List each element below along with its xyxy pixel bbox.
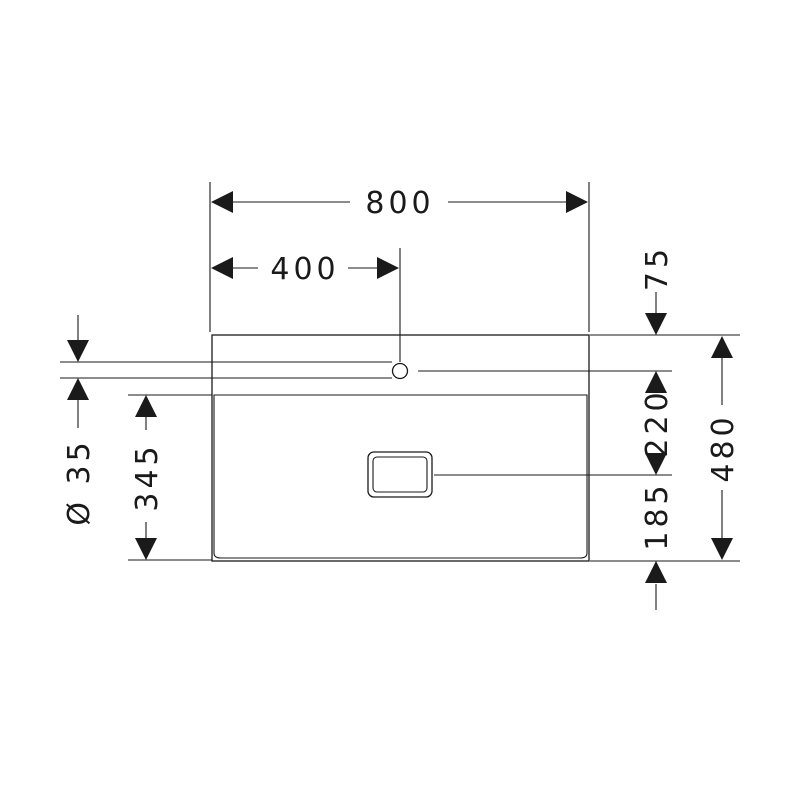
drain-inner [372,456,428,493]
extension-lines [60,182,740,562]
dim-label-345: 345 [130,442,165,511]
dim-label-diameter-35: Ø 35 [62,438,97,525]
dimension-overall-width: 800 [211,186,588,221]
dim-label-400: 400 [270,252,339,287]
drain-outer [367,451,433,498]
dimension-back-to-tap-hole: 75 [640,245,675,393]
basin-outline [211,334,590,562]
tap-hole [391,362,409,380]
dim-label-185: 185 [640,481,675,550]
basin-outer-edge [211,334,590,562]
dimension-drain-to-front: 185 [640,481,675,610]
dim-label-220: 220 [640,388,675,457]
dim-label-75: 75 [640,245,675,291]
dimension-bowl-depth: 345 [130,395,165,560]
dim-label-480: 480 [706,413,741,482]
dim-label-800: 800 [365,186,434,221]
dimension-tap-hole-to-drain: 220 [640,388,675,475]
dimension-tap-hole-diameter: Ø 35 [62,315,97,526]
dimension-overall-depth: 480 [706,336,741,560]
basin-bowl-edge [213,394,588,559]
dimension-tap-hole-offset: 400 [211,252,399,287]
